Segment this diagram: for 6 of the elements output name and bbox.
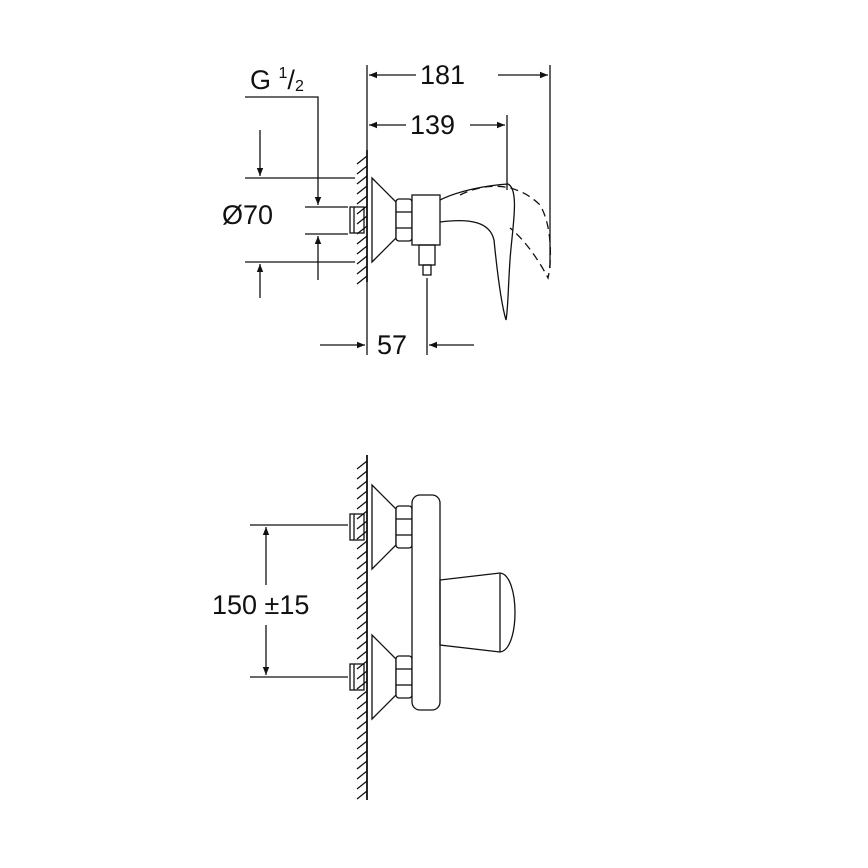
dimension-label: 150 ±15 — [212, 592, 310, 619]
dimension-label: 181 — [420, 62, 466, 89]
dimension-label: 57 — [377, 332, 408, 359]
thread-size-label: G $^{1}$/$_{2}$ — [250, 66, 304, 95]
dimension-label: 139 — [410, 112, 456, 139]
dimension-label: Ø70 — [222, 202, 274, 229]
